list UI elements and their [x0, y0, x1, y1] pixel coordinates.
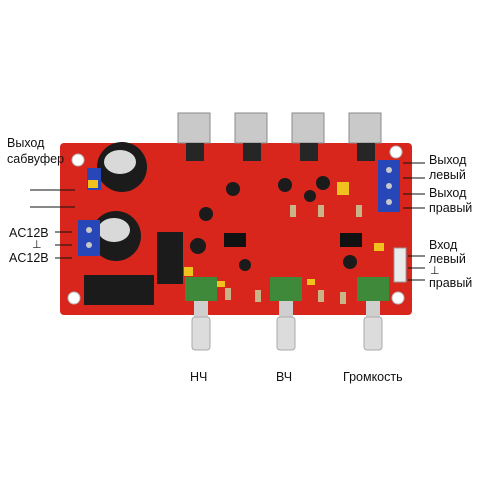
label-sub-out-line1: Выход — [7, 136, 45, 150]
label-knob-bass: НЧ — [190, 370, 208, 384]
label-out-right-line1: Выход — [429, 186, 467, 200]
potentiometer-bass — [185, 277, 217, 351]
mount-hole — [389, 145, 403, 159]
label-knob-volume: Громкость — [343, 370, 403, 384]
bridge-rectifier — [84, 275, 154, 305]
filter-capacitors — [91, 142, 147, 261]
label-out-left-line2: левый — [429, 168, 466, 182]
label-ac-ground: ⊥ — [32, 239, 42, 251]
power-ic-heatsinks — [177, 112, 382, 161]
label-out-left-line1: Выход — [429, 153, 467, 167]
input-connector — [393, 247, 407, 283]
small-components — [190, 176, 357, 271]
op-amp — [340, 233, 362, 247]
potentiometer-treble — [270, 277, 302, 351]
mount-hole — [71, 153, 85, 167]
label-knob-treble: ВЧ — [276, 370, 293, 384]
chip — [157, 232, 183, 284]
label-in-right: правый — [429, 276, 473, 290]
label-ac-top: AC12B — [9, 226, 49, 240]
yellow-capacitors — [88, 180, 384, 287]
label-sub-out-line2: сабвуфер — [7, 152, 65, 166]
mount-hole — [391, 291, 405, 305]
potentiometer-volume — [357, 277, 389, 351]
leader-lines — [30, 162, 425, 281]
op-amp — [224, 233, 246, 247]
label-in-left-line1: Вход — [429, 238, 458, 252]
label-out-right-line2: правый — [429, 201, 473, 215]
mount-hole — [67, 291, 81, 305]
label-in-ground: ⊥ — [430, 265, 440, 277]
label-in-left-line2: левый — [429, 252, 466, 266]
label-ac-bottom: AC12B — [9, 251, 49, 265]
